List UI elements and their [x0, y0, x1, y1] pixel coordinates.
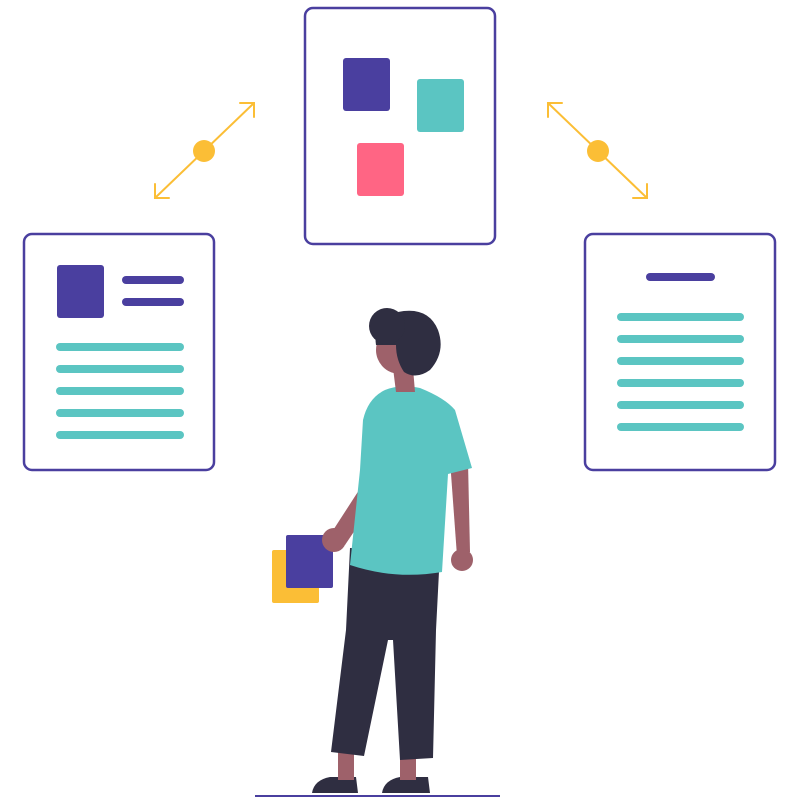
- double-arrow-icon: [154, 102, 255, 199]
- left-shoe: [312, 777, 358, 793]
- left-ankle: [338, 748, 354, 780]
- right-card-frame: [583, 232, 777, 472]
- arrow-midpoint-dot: [193, 140, 215, 162]
- top-card-frame: [303, 6, 497, 246]
- top-card-teal-square: [417, 79, 464, 132]
- top-card-pink-square: [357, 143, 404, 196]
- double-arrow-icon: [547, 102, 648, 199]
- left-card: [22, 232, 216, 472]
- right-arm: [450, 460, 470, 556]
- arrow-midpoint-dot: [587, 140, 609, 162]
- right-card: [583, 232, 777, 472]
- top-card-purple-square: [343, 58, 390, 111]
- person-illustration: [272, 308, 473, 793]
- trousers: [331, 548, 440, 760]
- left-card-image: [57, 265, 104, 318]
- left-hand: [322, 528, 346, 552]
- right-shoe: [382, 777, 430, 793]
- card-stack-icon: [272, 535, 333, 603]
- right-hand: [451, 549, 473, 571]
- shirt: [350, 386, 472, 575]
- hair-bun: [369, 308, 405, 344]
- top-card: [303, 6, 497, 246]
- held-purple-card: [286, 535, 333, 588]
